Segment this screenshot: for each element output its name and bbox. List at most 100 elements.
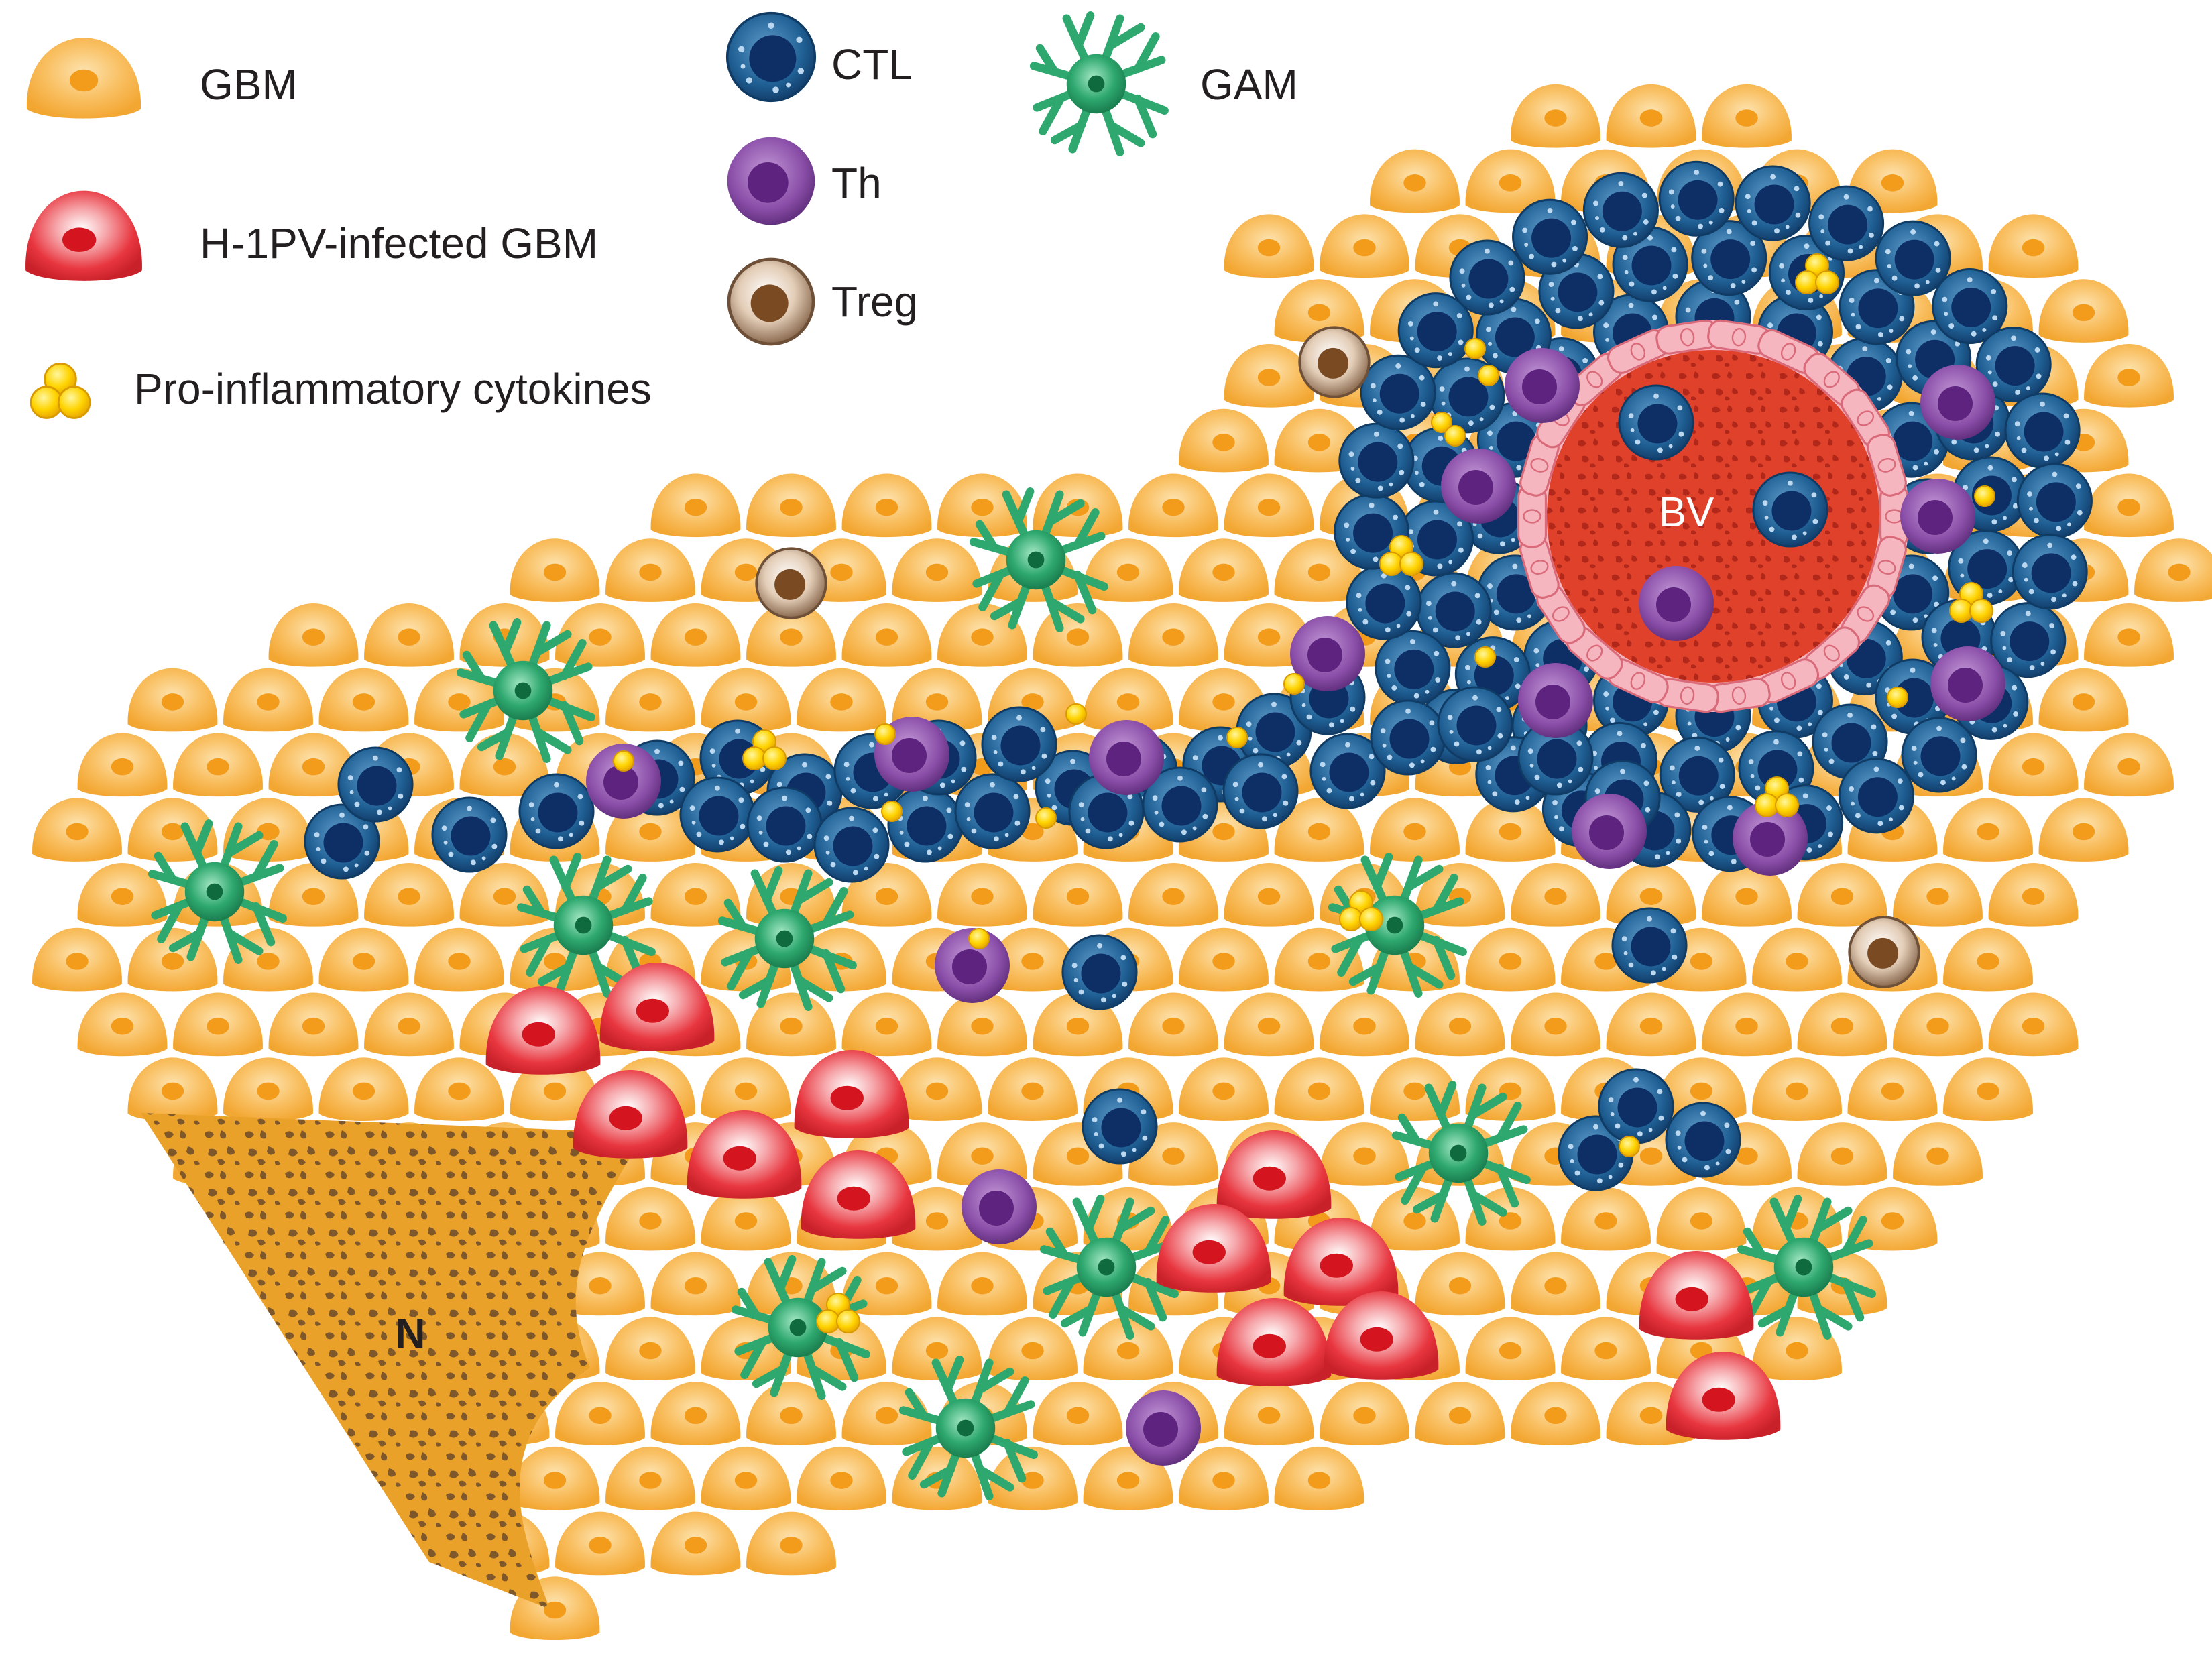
ctl-cell (887, 786, 964, 863)
ctl-cell (1901, 717, 1977, 793)
ctl-cell (2016, 463, 2093, 539)
ctl-cell (1222, 753, 1299, 829)
gbm-cell (1943, 1057, 2033, 1121)
cytokine-dot (1065, 703, 1087, 725)
gbm-cell (364, 603, 454, 667)
gbm-cell (2134, 538, 2212, 602)
gbm-cell (1128, 992, 1218, 1057)
gbm-cell (1752, 1057, 1842, 1121)
cytokine-dot (1474, 646, 1496, 668)
gbm-cell (1128, 603, 1218, 667)
gbm-cell (127, 1057, 218, 1121)
ctl-cell (1582, 172, 1659, 248)
gbm-cell (1415, 992, 1505, 1057)
ctl-cell (1370, 699, 1446, 776)
cytokine-dot (1619, 1136, 1640, 1157)
gbm-cell (364, 992, 454, 1057)
gbm-cell (510, 1446, 600, 1510)
gbm-cell (1893, 863, 1983, 927)
gbm-cell (650, 1252, 741, 1316)
gbm-cell (1702, 992, 1792, 1057)
gbm-cell (841, 473, 932, 538)
gbm-cell (555, 1511, 645, 1576)
legend-treg-label: Treg (831, 278, 918, 326)
gbm-cell (1224, 992, 1314, 1057)
legend: GBM H-1PV-infected GBM Pro-inflammatory … (25, 13, 1298, 419)
gbm-cell (2084, 473, 2174, 538)
ctl-cell (337, 746, 414, 823)
gbm-cell (605, 538, 695, 602)
gbm-cell (650, 603, 741, 667)
legend-cytokines-label: Pro-inflammatory cytokines (134, 365, 652, 413)
gbm-cell (1224, 214, 1314, 278)
th-cell (1089, 720, 1164, 795)
ctl-cell (1437, 686, 1513, 762)
gbm-cell (841, 992, 932, 1057)
gbm-cell (173, 733, 263, 797)
ctl-cell (1735, 165, 1811, 241)
gbm-cell (605, 1446, 695, 1510)
gbm-cell (1561, 1187, 1651, 1251)
ctl-cell (981, 706, 1057, 782)
gbm-cell (1274, 1057, 1364, 1121)
gbm-cell (1893, 1122, 1983, 1186)
gbm-cell (1179, 408, 1269, 473)
gbm-cell (77, 733, 168, 797)
necrosis-area (141, 1113, 644, 1609)
th-cell (1900, 479, 1975, 554)
ctl-cell (1360, 354, 1436, 430)
cytokine-dot (968, 928, 990, 949)
gbm-cell (173, 992, 263, 1057)
ctl-cell (1346, 564, 1422, 640)
gbm-cell (1988, 214, 2079, 278)
gbm-cell (1511, 1252, 1600, 1316)
cytokine-dot (1226, 727, 1248, 748)
gbm-cell (1224, 863, 1314, 927)
gbm-cell (605, 1187, 695, 1251)
treg-cell (1298, 326, 1371, 398)
gbm-cell (1561, 1317, 1651, 1381)
gbm-cell (364, 863, 454, 927)
legend-gam-icon (1034, 15, 1165, 152)
ctl-cell (1338, 422, 1415, 499)
th-cell (1126, 1390, 1201, 1466)
ctl-cell (954, 773, 1031, 849)
gbm-cell (1224, 1382, 1314, 1445)
gbm-cell (650, 1382, 741, 1445)
gbm-cell (701, 1446, 791, 1510)
ctl-cell (1665, 1102, 1741, 1178)
gbm-cell (1511, 992, 1600, 1057)
gbm-cell (1128, 863, 1218, 927)
cytokine-dot (1887, 687, 1908, 708)
gbm-cell (937, 863, 1027, 927)
cytokine-dot (1464, 338, 1486, 359)
gbm-cell (1988, 992, 2079, 1057)
ctl-cell (431, 796, 508, 873)
th-cell (962, 1169, 1037, 1244)
gbm-cell (746, 473, 836, 538)
th-cell (1505, 348, 1580, 423)
gbm-cell (2038, 279, 2129, 343)
gbm-cell (2084, 733, 2174, 797)
ctl-cell (1658, 160, 1735, 237)
th-cell (1639, 566, 1714, 641)
ctl-cell (1752, 471, 1828, 548)
th-cell (1518, 663, 1593, 738)
gbm-cell (1370, 798, 1460, 862)
legend-gbm-label: GBM (200, 60, 298, 109)
gbm-cell (2084, 603, 2174, 667)
cytokine-dot (613, 750, 634, 772)
gbm-cell (510, 538, 600, 602)
gbm-cell (1606, 992, 1696, 1057)
ctl-cell (518, 773, 595, 849)
gbm-cell (1988, 733, 2079, 797)
legend-gbm-icon (26, 38, 141, 119)
gbm-cell (223, 1057, 313, 1121)
gbm-cell (223, 668, 313, 732)
gbm-cell (32, 798, 122, 862)
gbm-cell (1033, 863, 1123, 927)
gbm-cell (1179, 927, 1269, 992)
legend-gam-label: GAM (1200, 60, 1298, 109)
ctl-cell (1808, 185, 1885, 261)
gbm-cell (318, 1057, 409, 1121)
